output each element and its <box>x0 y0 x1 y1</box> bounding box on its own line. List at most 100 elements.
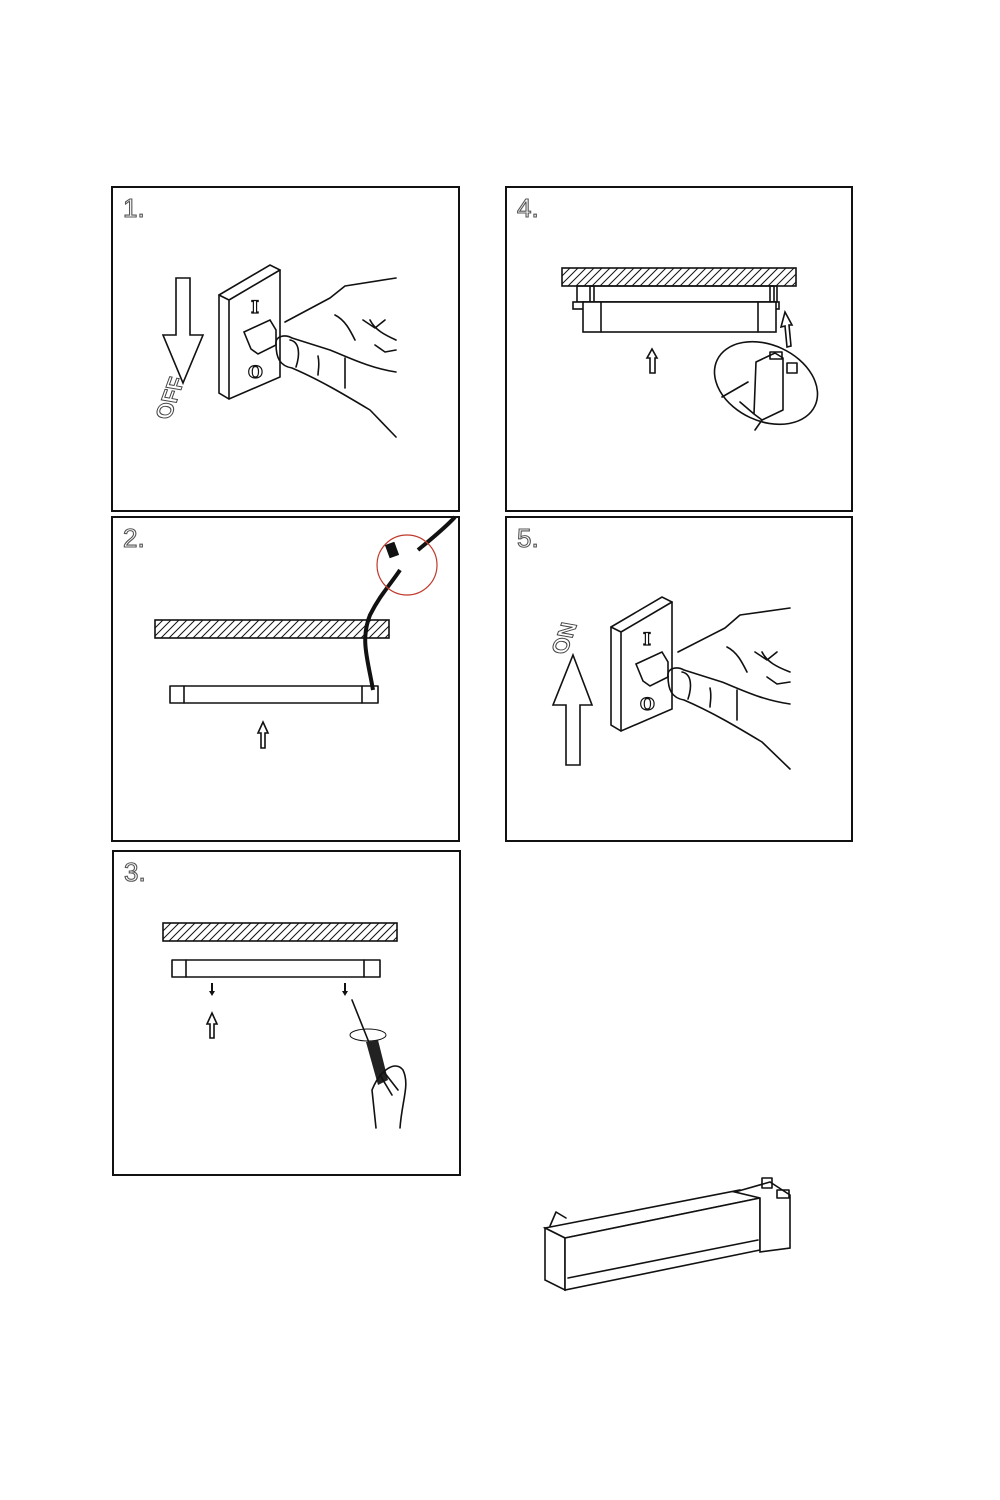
hatch-line <box>695 267 715 287</box>
hatch-line <box>192 619 212 639</box>
off-label: OFF <box>150 375 190 421</box>
hatch-line <box>384 633 390 639</box>
hatch-line <box>320 619 340 639</box>
hatch-line <box>767 267 787 287</box>
hatch-line <box>296 619 316 639</box>
hatch-line <box>224 922 244 942</box>
switch-off-mark: O <box>248 363 263 383</box>
hatch-line <box>344 619 364 639</box>
hatch-line <box>216 619 236 639</box>
hatch-line <box>312 922 332 942</box>
screwdriver-hand-icon <box>349 999 407 1129</box>
switch-on-mark: I <box>643 630 651 650</box>
hatch-line <box>607 267 627 287</box>
panel-step-3 <box>112 850 461 1176</box>
hatch-line <box>184 619 204 639</box>
hatch-line <box>631 267 651 287</box>
step-4-number: 4. <box>517 193 539 223</box>
light-fixture <box>171 959 381 978</box>
hatch-line <box>360 922 380 942</box>
hatch-line <box>583 267 603 287</box>
hatch-line <box>154 619 172 637</box>
screw-icon <box>209 983 348 996</box>
hatch-line <box>160 619 180 639</box>
step-2-number: 2. <box>123 523 145 553</box>
step-1-number: 1. <box>123 193 145 223</box>
hatch-line <box>639 267 659 287</box>
switch-on-mark: I <box>251 298 259 318</box>
hatch-line <box>751 267 771 287</box>
hatch-line <box>561 267 571 277</box>
hatch-line <box>392 936 398 942</box>
hatch-line <box>727 267 747 287</box>
hatch-line <box>783 273 797 287</box>
hatch-line <box>176 922 196 942</box>
hatch-line <box>384 928 398 942</box>
hatch-line <box>735 267 755 287</box>
hatch-line <box>575 267 595 287</box>
detail-magnifier-icon <box>713 340 819 431</box>
hatch-line <box>791 281 797 287</box>
hatch-line <box>352 922 372 942</box>
hatch-line <box>264 619 284 639</box>
hatch-line <box>304 619 324 639</box>
hatch-line <box>376 625 390 639</box>
hatch-line <box>719 267 739 287</box>
hatch-line <box>679 267 699 287</box>
hatch-line <box>200 922 220 942</box>
hatch-line <box>280 922 300 942</box>
hatch-line <box>647 267 667 287</box>
hatch-line <box>591 267 611 287</box>
hatch-line <box>703 267 723 287</box>
up-arrow-icon <box>205 1011 219 1039</box>
hatch-line <box>280 619 300 639</box>
hatch-line <box>200 619 220 639</box>
on-label: ON <box>546 621 582 656</box>
panel-step-1 <box>111 186 460 512</box>
hatch-line <box>272 619 292 639</box>
hatch-line <box>655 267 675 287</box>
hatch-line <box>232 922 252 942</box>
panel-step-5 <box>505 516 853 842</box>
hatch-line <box>168 619 188 639</box>
hatch-line <box>775 267 795 287</box>
switch-off-mark: O <box>640 695 655 715</box>
track-light-product-icon <box>542 1177 791 1292</box>
ceiling-hatched <box>162 922 398 942</box>
down-arrow-icon <box>161 277 205 386</box>
hatch-line <box>599 267 619 287</box>
light-fixture-mounted <box>572 285 780 333</box>
hatch-line <box>272 922 292 942</box>
hatch-line <box>328 619 348 639</box>
hatch-line <box>336 619 356 639</box>
hatch-line <box>567 267 587 287</box>
hatch-line <box>304 922 324 942</box>
hatch-line <box>208 922 228 942</box>
hatch-line <box>671 267 691 287</box>
hatch-line <box>162 922 172 932</box>
hatch-line <box>368 619 388 639</box>
hatch-line <box>320 922 340 942</box>
hatch-line <box>168 922 188 942</box>
hatch-line <box>264 922 284 942</box>
hatch-line <box>344 922 364 942</box>
hatch-line <box>623 267 643 287</box>
hatch-line <box>232 619 252 639</box>
hatch-line <box>312 619 332 639</box>
hatch-line <box>240 922 260 942</box>
hatch-line <box>192 922 212 942</box>
hatch-line <box>743 267 763 287</box>
hatch-line <box>687 267 707 287</box>
hatch-line <box>711 267 731 287</box>
hatch-line <box>256 922 276 942</box>
hatch-line <box>208 619 228 639</box>
hatch-line <box>184 922 204 942</box>
hatch-line <box>248 619 268 639</box>
hatch-line <box>288 922 308 942</box>
hatch-line <box>240 619 260 639</box>
hatch-line <box>376 922 396 942</box>
connector-detail-icon <box>376 534 438 596</box>
hatch-line <box>162 922 180 940</box>
wall-switch-icon: I O <box>218 264 281 400</box>
